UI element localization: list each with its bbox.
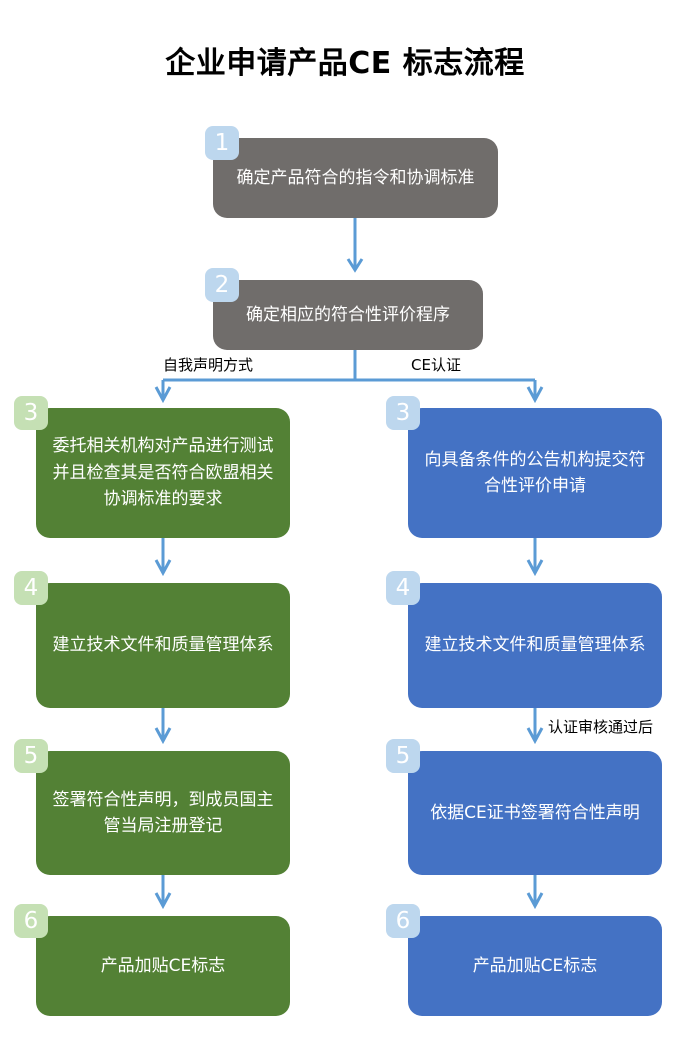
arrowhead-right-step5-step6 bbox=[526, 892, 544, 910]
node-right-step6[interactable]: 产品加贴CE标志 bbox=[408, 916, 662, 1016]
arrowhead-right-step3-step4 bbox=[526, 559, 544, 577]
badge-step1: 1 bbox=[205, 126, 239, 160]
node-left-step6-label: 产品加贴CE标志 bbox=[100, 955, 226, 976]
badge-right-step4: 4 bbox=[386, 571, 420, 605]
arrowhead-step1-step2 bbox=[346, 258, 364, 273]
badge-right-step3: 3 bbox=[386, 396, 420, 430]
arrowhead-left-step3-step4 bbox=[154, 559, 172, 577]
badge-right-step4-number: 4 bbox=[395, 575, 411, 601]
badge-left-step5: 5 bbox=[14, 739, 48, 773]
node-step2-label: 确定相应的符合性评价程序 bbox=[246, 304, 450, 325]
edge-label-right-branch: CE认证 bbox=[411, 356, 461, 374]
edge-label-left-branch: 自我声明方式 bbox=[163, 356, 254, 374]
node-step1[interactable]: 确定产品符合的指令和协调标准 bbox=[213, 138, 498, 218]
node-left-step4-label: 建立技术文件和质量管理体系 bbox=[52, 635, 274, 656]
badge-right-step5: 5 bbox=[386, 739, 420, 773]
arrowhead-right-step4-step5 bbox=[526, 727, 544, 745]
node-left-step3-label: 委托相关机构对产品进行测试并且检查其是否符合欧盟相关协调标准的要求 bbox=[52, 436, 274, 510]
badge-left-step5-number: 5 bbox=[23, 743, 39, 769]
badge-left-step4-number: 4 bbox=[23, 575, 39, 601]
node-right-step3[interactable]: 向具备条件的公告机构提交符合性评价申请 bbox=[408, 408, 662, 538]
arrowhead-split-left bbox=[154, 386, 172, 404]
arrowhead-split-right bbox=[526, 386, 544, 404]
badge-left-step4: 4 bbox=[14, 571, 48, 605]
badge-step2-number: 2 bbox=[214, 272, 230, 298]
badge-step2: 2 bbox=[205, 268, 239, 302]
node-step2[interactable]: 确定相应的符合性评价程序 bbox=[213, 280, 483, 350]
badge-step1-number: 1 bbox=[214, 130, 230, 156]
node-right-step5-label: 依据CE证书签署符合性声明 bbox=[430, 802, 640, 823]
badge-right-step6-number: 6 bbox=[395, 908, 411, 934]
node-right-step4-label: 建立技术文件和质量管理体系 bbox=[424, 635, 646, 656]
badge-left-step3: 3 bbox=[14, 396, 48, 430]
arrowhead-left-step4-step5 bbox=[154, 727, 172, 745]
badge-left-step6-number: 6 bbox=[23, 908, 39, 934]
node-right-step4[interactable]: 建立技术文件和质量管理体系 bbox=[408, 583, 662, 708]
node-left-step6[interactable]: 产品加贴CE标志 bbox=[36, 916, 290, 1016]
node-right-step6-label: 产品加贴CE标志 bbox=[472, 955, 598, 976]
node-left-step5[interactable]: 签署符合性声明，到成员国主管当局注册登记 bbox=[36, 751, 290, 875]
node-step1-label: 确定产品符合的指令和协调标准 bbox=[236, 167, 475, 188]
page-title: 企业申请产品CE 标志流程 bbox=[165, 46, 525, 81]
badge-left-step6: 6 bbox=[14, 904, 48, 938]
node-left-step3[interactable]: 委托相关机构对产品进行测试并且检查其是否符合欧盟相关协调标准的要求 bbox=[36, 408, 290, 538]
badge-right-step6: 6 bbox=[386, 904, 420, 938]
edge-label-cert-passed: 认证审核通过后 bbox=[548, 718, 654, 736]
badge-right-step5-number: 5 bbox=[395, 743, 411, 769]
node-right-step5[interactable]: 依据CE证书签署符合性声明 bbox=[408, 751, 662, 875]
node-left-step5-label: 签署符合性声明，到成员国主管当局注册登记 bbox=[52, 789, 274, 836]
badge-left-step3-number: 3 bbox=[23, 400, 39, 426]
badge-right-step3-number: 3 bbox=[395, 400, 411, 426]
node-left-step4[interactable]: 建立技术文件和质量管理体系 bbox=[36, 583, 290, 708]
arrowhead-left-step5-step6 bbox=[154, 892, 172, 910]
node-right-step3-label: 向具备条件的公告机构提交符合性评价申请 bbox=[424, 449, 646, 496]
